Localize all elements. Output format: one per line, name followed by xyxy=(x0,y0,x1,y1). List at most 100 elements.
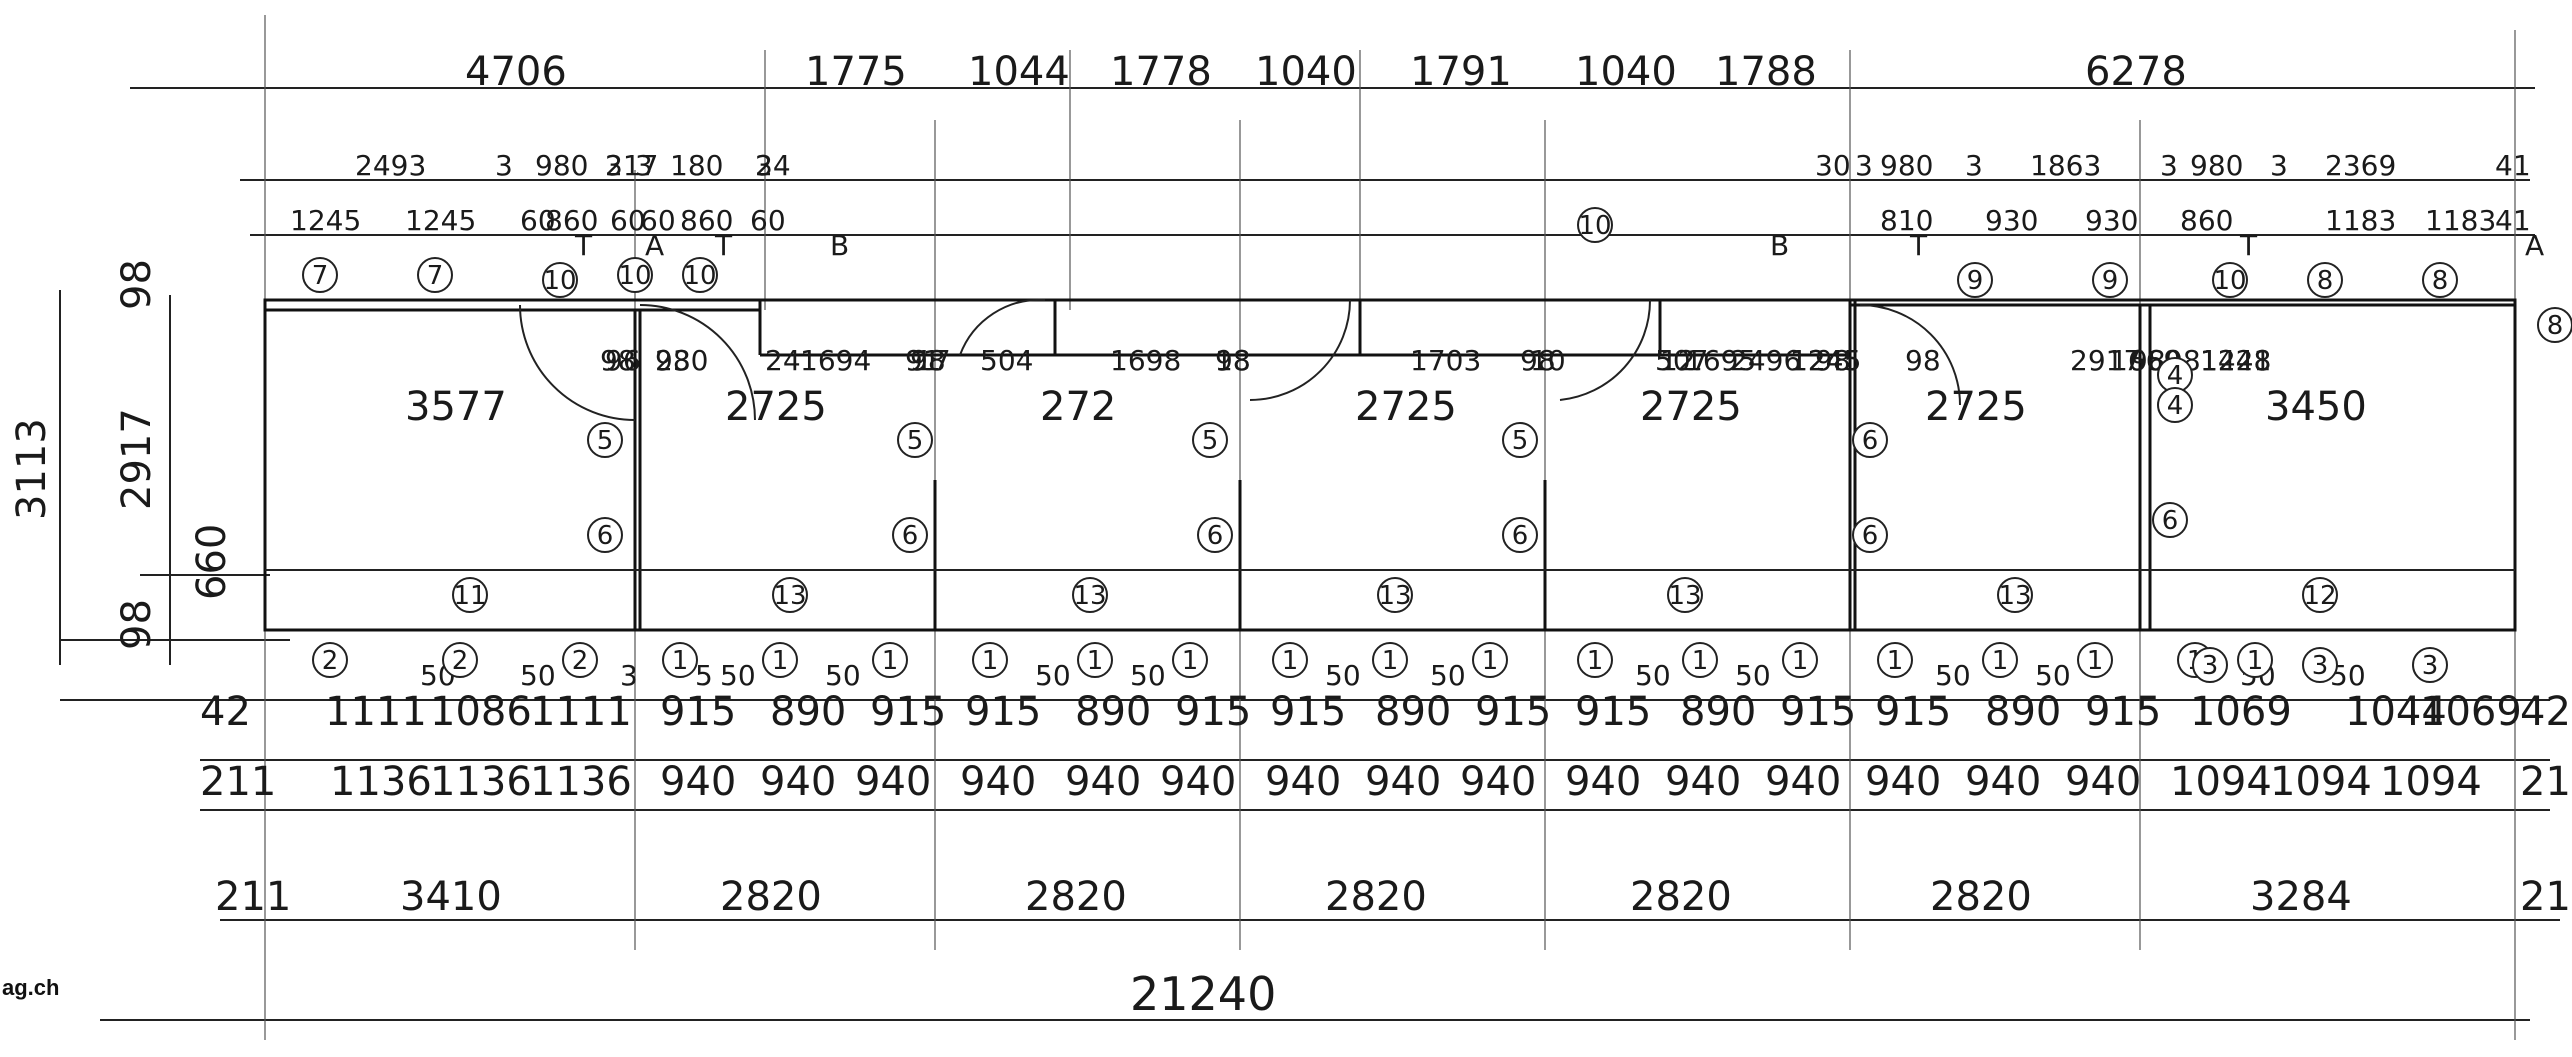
part-marker-circle xyxy=(1472,642,1508,678)
part-marker-circle xyxy=(2422,262,2458,298)
part-marker-circle xyxy=(2237,642,2273,678)
part-marker-circle xyxy=(1682,642,1718,678)
bottom-dimension-row-1-label: 1044 xyxy=(2345,689,2447,735)
second-dimension-row-label: 3 xyxy=(2160,149,2178,182)
bottom-dimension-row-2-label: 940 xyxy=(1765,759,1841,805)
second-dimension-row-label: 3 xyxy=(1965,149,1983,182)
third-dimension-row-label: 1245 xyxy=(290,204,361,237)
small-dimensions-label: 50 xyxy=(1430,659,1466,692)
part-marker-number: 7 xyxy=(427,261,444,291)
second-dimension-row-label: 3 xyxy=(2270,149,2288,182)
bottom-dimension-row-2-label: 1136 xyxy=(430,759,532,805)
part-marker-number: 1 xyxy=(1482,646,1499,676)
part-marker-circle xyxy=(542,262,578,298)
inner-dimensions-label: 96 xyxy=(605,344,641,377)
inner-dimensions-label: 1698 xyxy=(1110,344,1181,377)
inner-dimensions-label: 1248 xyxy=(2200,344,2271,377)
bottom-dimension-row-2-label: 940 xyxy=(1265,759,1341,805)
part-marker-number: 12 xyxy=(2303,581,2336,611)
part-marker-number: 6 xyxy=(1207,521,1224,551)
second-dimension-row-label: 980 xyxy=(2190,149,2243,182)
second-dimension-row-label: 3 xyxy=(605,149,623,182)
part-marker-number: 7 xyxy=(312,261,329,291)
part-marker-circle xyxy=(1377,577,1413,613)
part-marker-number: 1 xyxy=(2247,646,2264,676)
bottom-dimension-row-3-label: 211 xyxy=(2520,874,2572,920)
part-marker-circle xyxy=(1877,642,1913,678)
second-dimension-row-label: 980 xyxy=(535,149,588,182)
bottom-dimension-row-1-label: 1111 xyxy=(530,689,632,735)
part-marker-number: 5 xyxy=(597,426,614,456)
left-height-dimensions-label: 2917 xyxy=(114,408,160,510)
small-dimensions-label: 50 xyxy=(1735,659,1771,692)
part-marker-circle xyxy=(1852,517,1888,553)
part-marker-circle xyxy=(312,642,348,678)
part-marker-circle xyxy=(2302,577,2338,613)
part-marker-circle xyxy=(587,517,623,553)
bottom-dimension-row-2-label: 940 xyxy=(1460,759,1536,805)
part-marker-number: 4 xyxy=(2167,391,2184,421)
inner-dimensions-label: 98 xyxy=(1215,344,1251,377)
inner-dimensions-label: 12 xyxy=(1660,344,1696,377)
part-marker-number: 10 xyxy=(1578,211,1611,241)
inner-dimensions-label: 18 xyxy=(1215,344,1251,377)
bottom-dimension-row-2-label: 1136 xyxy=(330,759,432,805)
part-marker-number: 1 xyxy=(1587,646,1604,676)
second-dimension-row-label: 2493 xyxy=(355,149,426,182)
small-dimensions: 505050505050505050505050505035 xyxy=(420,659,2366,692)
inner-dimensions-label: 1245 xyxy=(1790,344,1861,377)
part-marker-number: 6 xyxy=(902,521,919,551)
second-dimension-row-label: 3 xyxy=(1855,149,1873,182)
top-dimension-row-label: 1791 xyxy=(1410,49,1512,95)
third-dimension-row-label: 860 xyxy=(545,204,598,237)
bottom-dimension-row-1-label: 915 xyxy=(1575,689,1651,735)
third-dimension-row-label: 1183 xyxy=(2325,204,2396,237)
second-dimension-row-label: 1863 xyxy=(2030,149,2101,182)
part-marker-number: 5 xyxy=(1512,426,1529,456)
part-marker-number: 8 xyxy=(2547,311,2564,341)
second-dimension-row-label: 30 xyxy=(1815,149,1851,182)
inner-dimensions-label: 1248 xyxy=(2200,344,2271,377)
small-dimensions-label: 50 xyxy=(1635,659,1671,692)
part-marker-circle xyxy=(1272,642,1308,678)
bottom-dimension-row-1-label: 890 xyxy=(1075,689,1151,735)
small-dimensions-label: 50 xyxy=(1130,659,1166,692)
superscript-marks-label: B xyxy=(830,229,849,262)
room-width-dimensions-label: 2725 xyxy=(1355,384,1457,430)
bottom-dimension-row-2-label: 940 xyxy=(1065,759,1141,805)
left-height-dimensions-label: 660 xyxy=(189,524,235,600)
part-marker-circle xyxy=(1192,422,1228,458)
inner-dimensions-label: 17 xyxy=(915,344,951,377)
part-marker-circle xyxy=(772,577,808,613)
part-marker-circle xyxy=(972,642,1008,678)
bottom-dimension-row-1-label: 915 xyxy=(660,689,736,735)
part-marker-circle xyxy=(2077,642,2113,678)
part-marker-number: 1 xyxy=(1182,646,1199,676)
part-marker-number: 2 xyxy=(322,646,339,676)
bottom-dimension-row-1-label: 915 xyxy=(1270,689,1346,735)
bottom-dimension-row-3-label: 2820 xyxy=(1325,874,1427,920)
left-height-dimensions-label: 98 xyxy=(114,259,160,310)
part-marker-circle xyxy=(2152,502,2188,538)
bottom-dimension-row-2-label: 940 xyxy=(660,759,736,805)
part-marker-circle xyxy=(1957,262,1993,298)
top-dimension-row-label: 1044 xyxy=(968,49,1070,95)
third-dimension-row-label: 60 xyxy=(610,204,646,237)
part-marker-number: 6 xyxy=(1862,426,1879,456)
inner-dimensions-label: 507 xyxy=(1655,344,1708,377)
part-marker-number: 13 xyxy=(1378,581,1411,611)
part-marker-circle xyxy=(452,577,488,613)
bottom-dimension-row-3-label: 2820 xyxy=(720,874,822,920)
part-marker-circle xyxy=(1502,517,1538,553)
part-marker-circle xyxy=(1982,642,2018,678)
inner-dimensions-label: 98 xyxy=(600,344,636,377)
bottom-dimension-row-3-label: 2820 xyxy=(1025,874,1127,920)
small-dimensions-label: 50 xyxy=(2035,659,2071,692)
bottom-dimension-row-1-label: 890 xyxy=(770,689,846,735)
third-dimension-row-label: 41 xyxy=(2495,204,2531,237)
third-dimension-row-label: 930 xyxy=(2085,204,2138,237)
part-marker-number: 3 xyxy=(2202,651,2219,681)
